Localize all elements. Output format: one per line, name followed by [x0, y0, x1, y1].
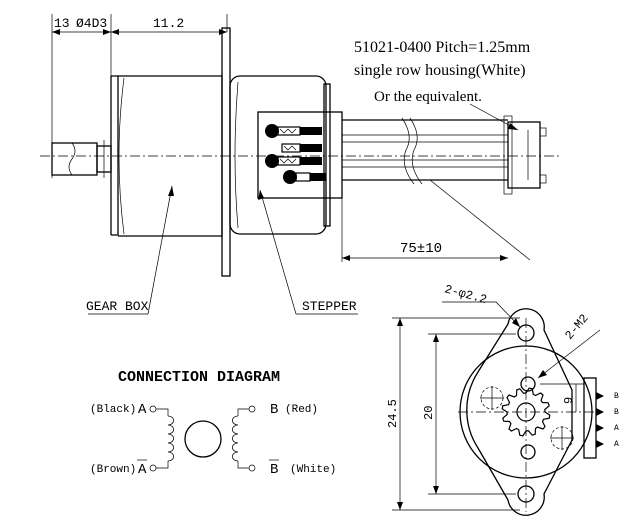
- wire-a-color: (Black): [90, 404, 136, 416]
- arrow-head: [508, 123, 518, 130]
- stepper-label: STEPPER: [302, 299, 357, 314]
- gear-hole-top: [520, 376, 536, 392]
- svg-text:A: A: [614, 424, 619, 433]
- connector-pins: [596, 392, 604, 448]
- wire-bbar-name: B: [270, 462, 278, 478]
- wire-b-color: (Red): [285, 404, 318, 416]
- wire-bbar-color: (White): [290, 464, 336, 476]
- arrow-head: [538, 370, 547, 378]
- stepper-body: [229, 75, 327, 235]
- connector-housing: [503, 115, 547, 195]
- cable: [342, 117, 508, 185]
- arrow-head: [512, 318, 520, 327]
- arrow-head: [219, 29, 227, 35]
- dim-20: 20: [422, 406, 436, 420]
- connector-note-line3: Or the equivalent.: [374, 89, 482, 105]
- coil-b: [232, 405, 256, 472]
- mounting-flange: [221, 27, 231, 277]
- wire-abar-name: A: [138, 462, 147, 478]
- front-connector: [583, 377, 597, 459]
- gearbox-label: GEAR BOX: [86, 299, 149, 314]
- arrow-head: [342, 255, 350, 261]
- connection-diagram-title: CONNECTION DIAGRAM: [118, 369, 280, 386]
- connector-note-line1: 51021-0400 Pitch=1.25mm: [354, 39, 531, 56]
- coil-a: [149, 405, 174, 472]
- dim-11-2: 11.2: [153, 16, 184, 31]
- arrow-head: [103, 29, 111, 35]
- pin-labels: B B A A: [614, 392, 619, 449]
- wire-a-name: A: [138, 402, 147, 418]
- arrow-head: [433, 486, 439, 494]
- stepper-rear-cap: [323, 83, 331, 227]
- arrow-head: [500, 255, 508, 261]
- stepper-curve: [234, 81, 239, 229]
- front-flange: [466, 308, 573, 516]
- svg-text:A: A: [614, 440, 619, 449]
- arrow-head: [52, 29, 60, 35]
- dim-cable-length: 75±10: [400, 241, 442, 257]
- connector-leader: [429, 179, 531, 261]
- gearbox-lip: [110, 75, 119, 236]
- dim-9: 9: [562, 397, 576, 404]
- svg-text:B: B: [614, 392, 619, 401]
- arrow-head: [397, 318, 403, 326]
- dim-thread: 2-M2: [562, 312, 591, 343]
- gearbox-leader: [147, 185, 173, 315]
- arrow-head: [433, 334, 439, 342]
- terminal-block: [257, 111, 343, 199]
- stepper-leader: [259, 189, 297, 315]
- thread-leader: [537, 329, 601, 379]
- arrow-head: [111, 29, 119, 35]
- dim-24-5: 24.5: [386, 399, 400, 428]
- wire-abar-color: (Brown): [90, 464, 136, 476]
- connector-note-line2: single row housing(White): [354, 62, 526, 79]
- arrow-head: [168, 186, 174, 196]
- gear-hole-bottom: [520, 444, 536, 460]
- wire-b-name: B: [270, 402, 278, 418]
- svg-text:B: B: [614, 408, 619, 417]
- rotor-symbol: [184, 420, 222, 458]
- dim-shaft-dia: Ø4D3: [76, 16, 107, 31]
- arrow-head: [258, 190, 264, 200]
- dim-hole: 2-φ2.2: [443, 282, 488, 307]
- shaft-break: [68, 142, 76, 176]
- dim-13: 13: [54, 16, 70, 31]
- arrow-head: [397, 502, 403, 510]
- terminal-pins: [265, 124, 326, 184]
